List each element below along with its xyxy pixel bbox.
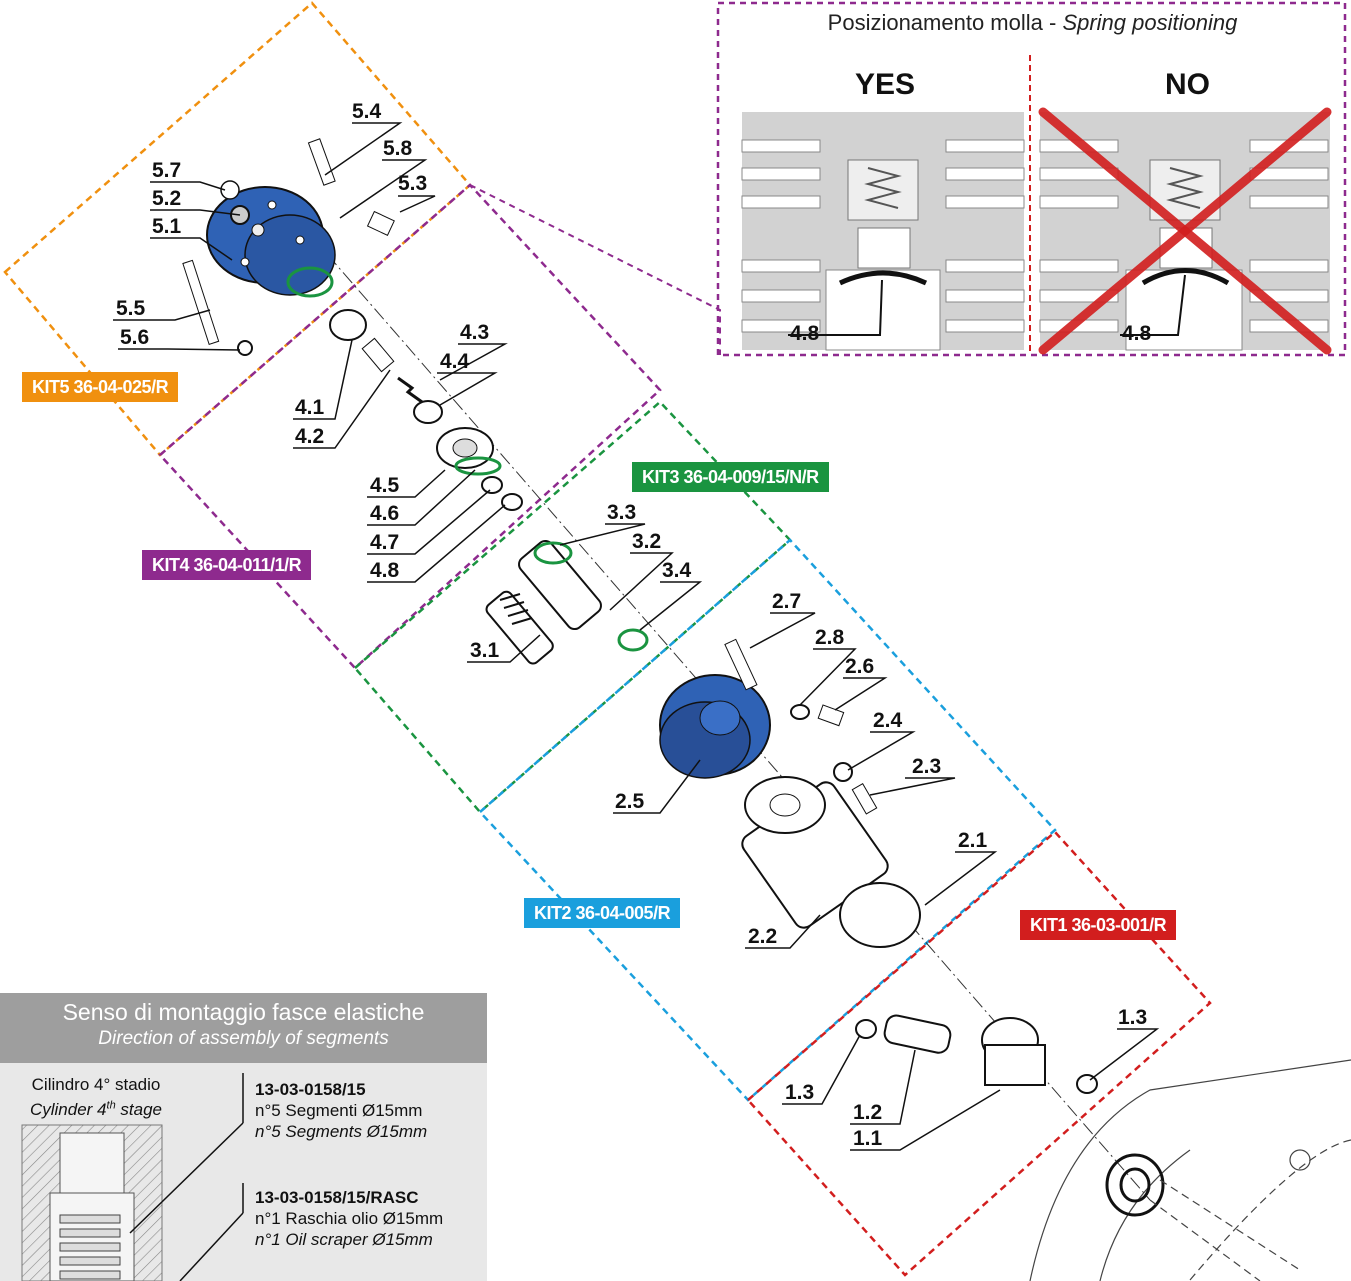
part-label: 5.2 xyxy=(152,187,181,210)
kit5-badge: KIT5 36-04-025/R xyxy=(22,372,179,402)
cylinder-en-sup: th xyxy=(106,1099,116,1111)
ring-panel-title-it: Senso di montaggio fasce elastiche xyxy=(62,999,425,1025)
cylinder-en-suffix: stage xyxy=(115,1099,163,1119)
part-label: 5.4 xyxy=(352,100,382,123)
crankcase xyxy=(1029,1059,1351,1281)
ring-item-code: 13-03-0158/15 xyxy=(255,1080,366,1099)
part-label: 2.3 xyxy=(912,755,941,778)
part-label: 4.6 xyxy=(370,502,399,525)
cylinder-label: Cilindro 4° stadio Cylinder 4th stage xyxy=(8,1075,184,1120)
part-label: 5.8 xyxy=(383,137,413,160)
cylinder-label-it: Cilindro 4° stadio xyxy=(31,1075,161,1094)
cylinder-section-drawing xyxy=(21,1073,244,1281)
ring-item-code: 13-03-0158/15/RASC xyxy=(255,1188,419,1207)
part-label: 2.1 xyxy=(958,829,988,852)
part-label: 3.1 xyxy=(470,639,500,662)
ring-item-desc-en: n°5 Segments Ø15mm xyxy=(255,1122,428,1141)
piston-parts xyxy=(485,539,649,665)
kit3-badge: KIT3 36-04-009/15/N/R xyxy=(632,462,829,492)
spring-positioning-title: Posizionamento molla - Spring positionin… xyxy=(720,10,1345,36)
cylinder-label-en: Cylinder 4th stage xyxy=(8,1095,184,1120)
valve-parts xyxy=(329,309,523,511)
ring-item-oil-scraper: 13-03-0158/15/RASC n°1 Raschia olio Ø15m… xyxy=(255,1187,443,1250)
part-label: 4.8 xyxy=(370,559,400,582)
ring-panel-title-en: Direction of assembly of segments xyxy=(98,1028,389,1049)
ring-item-desc-it: n°5 Segmenti Ø15mm xyxy=(255,1101,423,1120)
ring-panel-header: Senso di montaggio fasce elastiche Direc… xyxy=(0,993,487,1063)
part-label: 3.4 xyxy=(662,559,692,582)
part-label: 3.3 xyxy=(607,501,636,524)
head-cover xyxy=(182,138,395,356)
ring-item-desc-en: n°1 Oil scraper Ø15mm xyxy=(255,1230,433,1249)
spring-title-en: Spring positioning xyxy=(1062,10,1238,35)
part-label: 2.5 xyxy=(615,790,645,813)
no-label: NO xyxy=(1165,68,1210,101)
part-label: 2.2 xyxy=(748,925,777,948)
part-label: 4.3 xyxy=(460,321,489,344)
part-label: 5.7 xyxy=(152,159,181,182)
kit4-connector xyxy=(469,184,721,355)
part-label: 1.3 xyxy=(1118,1006,1147,1029)
part-label: 2.4 xyxy=(873,709,903,732)
kit2-region xyxy=(478,538,1057,1102)
kit2-badge: KIT2 36-04-005/R xyxy=(524,898,681,928)
no-part-label: 4.8 xyxy=(1122,322,1152,345)
part-label: 1.1 xyxy=(853,1127,883,1150)
spring-title-it: Posizionamento molla - xyxy=(827,10,1063,35)
part-label: 5.1 xyxy=(152,215,182,238)
part-label: 4.5 xyxy=(370,474,400,497)
yes-part-label: 4.8 xyxy=(790,322,820,345)
part-label: 4.1 xyxy=(295,396,325,419)
part-label: 3.2 xyxy=(632,530,661,553)
part-labels: 5.4 5.8 5.7 5.3 5.2 5.1 5.5 5.6 4.3 4.4 … xyxy=(116,100,1147,1150)
cylinder-parts xyxy=(659,638,921,948)
ring-assembly-panel: Senso di montaggio fasce elastiche Direc… xyxy=(0,993,487,1281)
spring-section-yes: 4.8 xyxy=(741,112,1025,351)
part-label: 2.8 xyxy=(815,626,845,649)
spring-box xyxy=(716,1,1347,357)
part-label: 4.4 xyxy=(440,350,470,373)
yes-label: YES xyxy=(855,68,916,101)
part-label: 5.3 xyxy=(398,172,427,195)
part-label: 1.2 xyxy=(853,1101,882,1124)
part-label: 2.7 xyxy=(772,590,801,613)
label-leaders xyxy=(113,122,1160,1151)
crank-parts xyxy=(855,1014,1098,1094)
kit4-badge: KIT4 36-04-011/1/R xyxy=(142,550,312,580)
cylinder-en-prefix: Cylinder 4 xyxy=(29,1099,107,1119)
part-label: 1.3 xyxy=(785,1081,814,1104)
kit1-badge: KIT1 36-03-001/R xyxy=(1020,910,1177,940)
kit4-region xyxy=(158,183,662,670)
spring-section-no: 4.8 xyxy=(1038,107,1332,355)
part-label: 2.6 xyxy=(845,655,874,678)
ring-item-segments: 13-03-0158/15 n°5 Segmenti Ø15mm n°5 Seg… xyxy=(255,1079,427,1142)
part-label: 5.5 xyxy=(116,297,146,320)
kit1-region xyxy=(746,830,1212,1277)
part-label: 4.7 xyxy=(370,531,399,554)
part-label: 4.2 xyxy=(295,425,324,448)
ring-item-desc-it: n°1 Raschia olio Ø15mm xyxy=(255,1209,444,1228)
part-label: 5.6 xyxy=(120,326,149,349)
no-cross-2 xyxy=(1038,107,1332,355)
